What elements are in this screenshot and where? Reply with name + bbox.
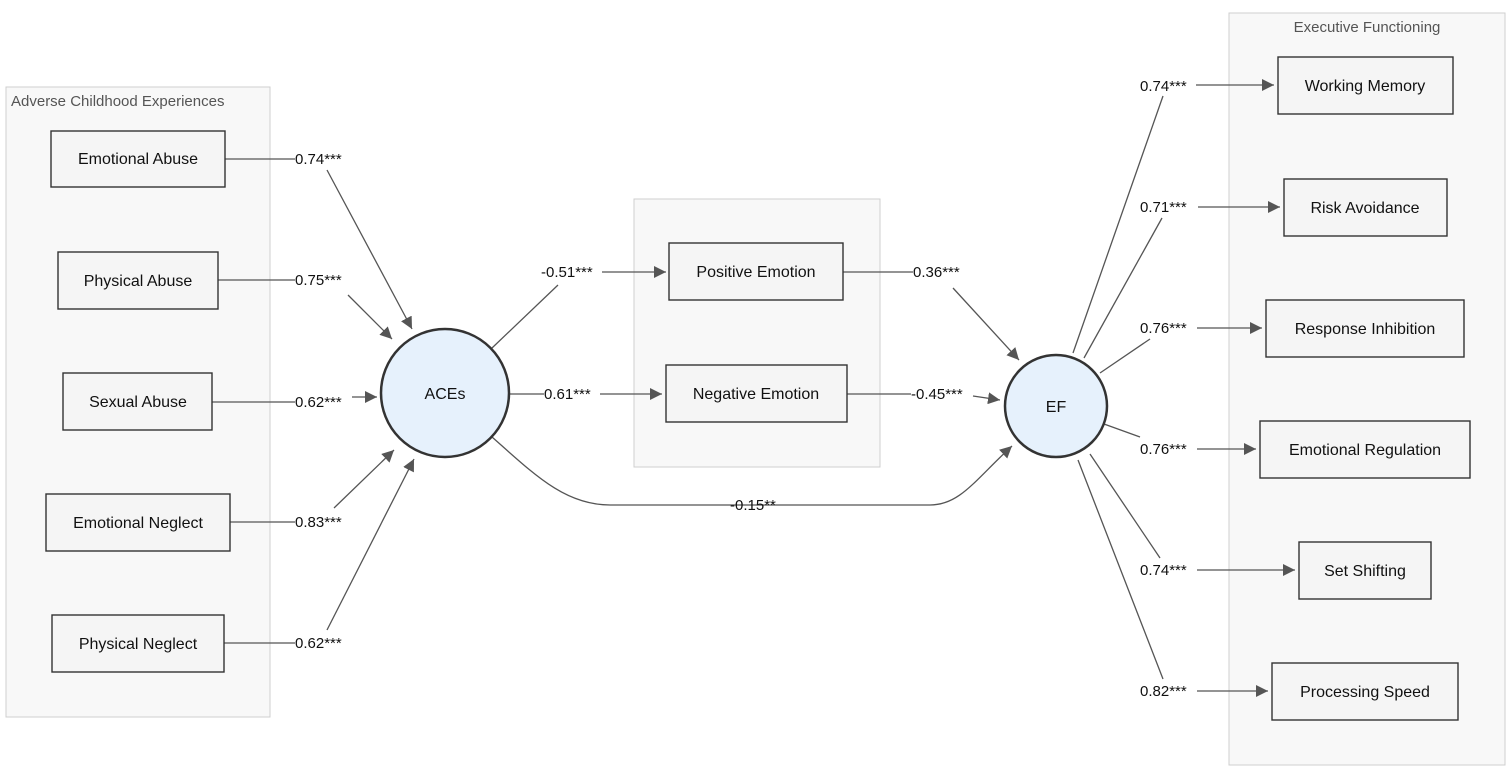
coef-emotional-regulation: 0.76*** bbox=[1140, 441, 1187, 458]
response-inhibition-label: Response Inhibition bbox=[1295, 321, 1436, 338]
emotional-abuse-label: Emotional Abuse bbox=[78, 151, 198, 168]
coef-physical-neglect: 0.62*** bbox=[295, 635, 342, 652]
coef-physical-abuse: 0.75*** bbox=[295, 272, 342, 289]
physical-neglect-box bbox=[51, 614, 225, 673]
coef-aces-positive: -0.51*** bbox=[541, 264, 593, 281]
edge-positive-ef-arrow bbox=[952, 287, 1020, 361]
emotional-regulation-label: Emotional Regulation bbox=[1289, 442, 1441, 459]
edge-emotional-abuse-arrow bbox=[326, 169, 413, 330]
edge-ef-risk-avoidance bbox=[1083, 217, 1163, 359]
ef-group-label: Executive Functioning bbox=[1294, 19, 1441, 36]
edge-physical-neglect-arrow bbox=[326, 458, 415, 631]
edge-ef-working-memory bbox=[1072, 95, 1164, 354]
set-shifting-box bbox=[1298, 541, 1432, 600]
working-memory-box bbox=[1277, 56, 1454, 115]
negative-emotion-label: Negative Emotion bbox=[693, 386, 819, 403]
coef-negative-ef: -0.45*** bbox=[911, 386, 963, 403]
physical-neglect-label: Physical Neglect bbox=[79, 636, 198, 653]
positive-emotion-box bbox=[668, 242, 844, 301]
coef-set-shifting: 0.74*** bbox=[1140, 562, 1187, 579]
set-shifting-label: Set Shifting bbox=[1324, 563, 1406, 580]
ef-latent-circle bbox=[1003, 353, 1109, 459]
aces-latent-label: ACEs bbox=[425, 386, 466, 403]
positive-emotion-label: Positive Emotion bbox=[696, 264, 815, 281]
edge-ef-set-shifting bbox=[1089, 453, 1161, 559]
coef-emotional-abuse: 0.74*** bbox=[295, 151, 342, 168]
emotional-regulation-box bbox=[1259, 420, 1471, 479]
response-inhibition-box bbox=[1265, 299, 1465, 358]
aces-group-label: Adverse Childhood Experiences bbox=[11, 93, 224, 110]
aces-latent-circle bbox=[379, 327, 511, 459]
emotional-neglect-label: Emotional Neglect bbox=[73, 515, 203, 532]
emotional-abuse-box bbox=[50, 130, 226, 188]
edge-ef-emotional-regulation bbox=[1103, 423, 1141, 438]
processing-speed-box bbox=[1271, 662, 1459, 721]
physical-abuse-label: Physical Abuse bbox=[84, 273, 193, 290]
ef-latent-label: EF bbox=[1046, 399, 1067, 416]
coef-response-inhibition: 0.76*** bbox=[1140, 320, 1187, 337]
emotion-group-box bbox=[633, 198, 881, 468]
risk-avoidance-box bbox=[1283, 178, 1448, 237]
coef-risk-avoidance: 0.71*** bbox=[1140, 199, 1187, 216]
edge-aces-ef-direct bbox=[491, 436, 1013, 506]
coef-positive-ef: 0.36*** bbox=[913, 264, 960, 281]
coef-aces-negative: 0.61*** bbox=[544, 386, 591, 403]
coef-sexual-abuse: 0.62*** bbox=[295, 394, 342, 411]
risk-avoidance-label: Risk Avoidance bbox=[1310, 200, 1419, 217]
edge-ef-response-inhibition bbox=[1099, 338, 1151, 374]
physical-abuse-box bbox=[57, 251, 219, 310]
sexual-abuse-label: Sexual Abuse bbox=[89, 394, 187, 411]
processing-speed-label: Processing Speed bbox=[1300, 684, 1430, 701]
coef-emotional-neglect: 0.83*** bbox=[295, 514, 342, 531]
working-memory-label: Working Memory bbox=[1305, 78, 1426, 95]
edge-physical-abuse-arrow bbox=[347, 294, 393, 340]
coef-working-memory: 0.74*** bbox=[1140, 78, 1187, 95]
emotional-neglect-box bbox=[45, 493, 231, 552]
edge-ef-processing-speed bbox=[1077, 459, 1164, 680]
negative-emotion-box bbox=[665, 364, 848, 423]
coef-aces-ef-direct: -0.15** bbox=[730, 497, 776, 514]
edge-aces-positive bbox=[491, 284, 559, 349]
edge-negative-ef-arrow bbox=[972, 392, 1001, 405]
edge-emotional-neglect-arrow bbox=[333, 449, 395, 509]
coef-processing-speed: 0.82*** bbox=[1140, 683, 1187, 700]
ef-group-box bbox=[1228, 12, 1506, 766]
sexual-abuse-box bbox=[62, 372, 213, 431]
